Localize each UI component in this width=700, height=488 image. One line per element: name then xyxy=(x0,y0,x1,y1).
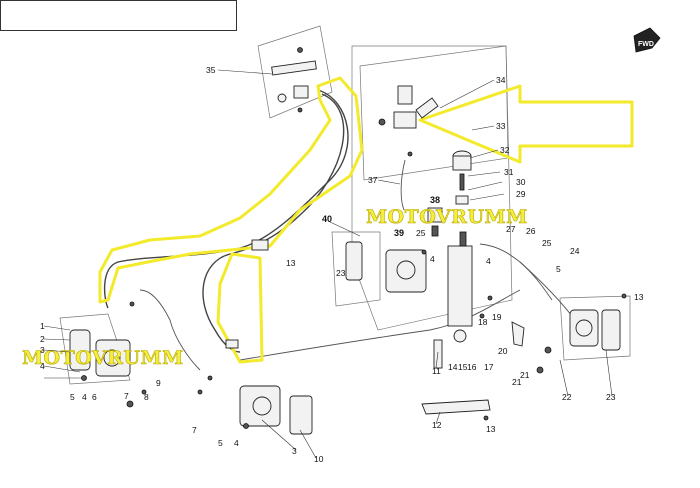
front-right-caliper xyxy=(511,293,627,374)
callout-15: 15 xyxy=(458,362,468,372)
callout-18: 18 xyxy=(478,317,488,327)
callout-16: 16 xyxy=(467,362,477,372)
callout-8: 8 xyxy=(144,392,149,402)
callout-4-center-lower: 4 xyxy=(234,438,239,448)
callout-29: 29 xyxy=(516,189,526,199)
callout-40: 40 xyxy=(322,214,332,224)
callout-3-center: 3 xyxy=(292,446,297,456)
callout-1: 1 xyxy=(40,321,45,331)
callout-24: 24 xyxy=(570,246,580,256)
watermark-right: MOTOVRUMM xyxy=(366,206,528,228)
callout-4-rear: 4 xyxy=(430,254,435,264)
leader-lines xyxy=(43,69,613,459)
callout-23-rear: 23 xyxy=(336,268,346,278)
callout-10: 10 xyxy=(314,454,324,464)
callout-21-b: 21 xyxy=(520,370,530,380)
front-left-caliper xyxy=(69,301,147,408)
highlight-arrow xyxy=(418,84,634,164)
callout-22: 22 xyxy=(562,392,572,402)
brake-line-rear xyxy=(400,159,406,211)
callout-12: 12 xyxy=(432,420,442,430)
callout-25-right: 25 xyxy=(542,238,552,248)
brake-line-rear-caliper xyxy=(479,243,553,301)
panel-master-cylinder xyxy=(359,45,509,181)
rear-caliper xyxy=(331,231,427,307)
callout-39: 39 xyxy=(394,228,404,238)
callout-7-center: 7 xyxy=(192,425,197,435)
callout-13-center: 13 xyxy=(286,258,296,268)
brake-line-main-left xyxy=(103,89,349,309)
pedal-assembly xyxy=(421,231,493,421)
callout-20: 20 xyxy=(498,346,508,356)
brake-line-front-left xyxy=(139,289,201,371)
callout-13-lower: 13 xyxy=(486,424,496,434)
callout-5-center: 5 xyxy=(218,438,223,448)
callout-6: 6 xyxy=(92,392,97,402)
callout-4-center: 4 xyxy=(486,256,491,266)
panel-rear-assembly xyxy=(351,45,513,331)
callout-23-right: 23 xyxy=(606,392,616,402)
callout-labels: 35 34 33 32 31 30 29 37 38 40 39 25 27 2… xyxy=(40,65,644,464)
callout-4-left-b: 4 xyxy=(82,392,87,402)
highlight-outline xyxy=(98,76,364,304)
callout-37: 37 xyxy=(368,175,378,185)
callout-25-upper: 25 xyxy=(416,228,426,238)
brake-line-center xyxy=(239,289,521,361)
callout-26: 26 xyxy=(526,226,536,236)
panel-front-right-caliper xyxy=(559,295,631,361)
title-box xyxy=(0,0,237,31)
callout-14: 14 xyxy=(448,362,458,372)
panel-front-left-caliper xyxy=(59,313,131,385)
callout-21-a: 21 xyxy=(512,377,522,387)
panel-lever xyxy=(257,25,333,119)
callout-27: 27 xyxy=(506,224,516,234)
fwd-label: FWD xyxy=(638,41,654,48)
brake-fluid-reservoir xyxy=(452,150,472,205)
brake-lever-assembly xyxy=(271,47,317,113)
callout-38: 38 xyxy=(430,195,440,205)
master-cylinder-assembly xyxy=(378,85,439,157)
callout-33: 33 xyxy=(496,121,506,131)
callout-7-left: 7 xyxy=(124,391,129,401)
callout-31: 31 xyxy=(504,167,514,177)
brake-line-right-front xyxy=(519,261,576,321)
lower-center-caliper xyxy=(197,375,313,435)
callout-30: 30 xyxy=(516,177,526,187)
highlight-outline-lower xyxy=(216,252,264,364)
brake-switch xyxy=(427,207,443,237)
callout-5-left: 5 xyxy=(70,392,75,402)
callout-11: 11 xyxy=(432,366,441,376)
brake-line-main-right xyxy=(202,93,345,353)
callout-9: 9 xyxy=(156,378,161,388)
callout-2: 2 xyxy=(40,334,45,344)
callout-34: 34 xyxy=(496,75,506,85)
watermark-left: MOTOVRUMM xyxy=(22,347,184,369)
callout-17: 17 xyxy=(484,362,494,372)
callout-35: 35 xyxy=(206,65,216,75)
callout-5-right: 5 xyxy=(556,264,561,274)
callout-13-right: 13 xyxy=(634,292,644,302)
callout-4-left-a: 4 xyxy=(40,361,45,371)
callout-19: 19 xyxy=(492,312,502,322)
callout-32: 32 xyxy=(500,145,510,155)
callout-3-left: 3 xyxy=(40,345,45,355)
fwd-badge: FWD xyxy=(633,27,661,53)
line-clamp xyxy=(225,239,269,349)
